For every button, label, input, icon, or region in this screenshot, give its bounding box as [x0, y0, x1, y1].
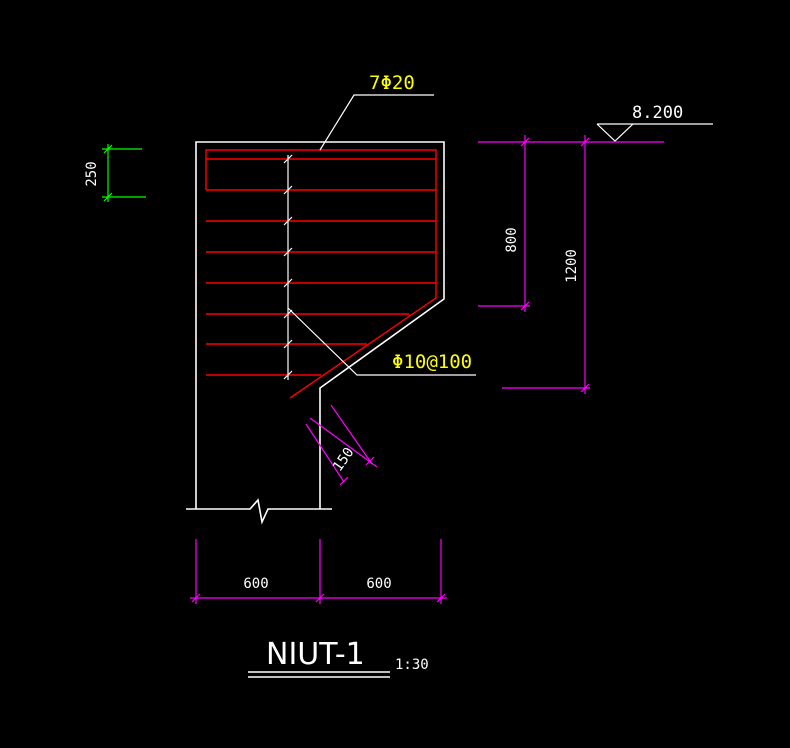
- dim-width-right-text: 600: [366, 576, 391, 592]
- drawing-title: NIUT-1: [266, 637, 365, 672]
- main-bar-leader: [319, 94, 434, 151]
- dimension-150: [305, 404, 378, 486]
- outline-shape: [195, 141, 445, 509]
- elevation-label: 8.200: [632, 103, 683, 123]
- drawing-scale: 1:30: [395, 657, 429, 673]
- dim-1200-text: 1200: [564, 249, 580, 283]
- stirrup-column: [283, 154, 293, 380]
- dim-800-text: 800: [504, 227, 520, 252]
- main-bar-top: [205, 149, 437, 399]
- stirrup-tick: [283, 185, 293, 195]
- stirrup-leader: [287, 307, 476, 376]
- dimension-right: [478, 135, 664, 394]
- elevation-marker: [596, 123, 713, 142]
- break-line: [186, 498, 332, 525]
- rebar-group: [205, 149, 437, 399]
- dimension-250: [102, 144, 146, 202]
- stirrup-tick: [283, 370, 293, 380]
- main-bar-label: 7Φ20: [369, 72, 415, 94]
- leaders: [287, 94, 476, 376]
- stirrup-tick: [283, 154, 293, 164]
- stirrup-tick: [283, 339, 293, 349]
- dimension-bottom: [190, 539, 447, 604]
- stirrup-tick: [283, 278, 293, 288]
- stirrup-tick: [283, 247, 293, 257]
- stirrup-label: Φ10@100: [392, 351, 472, 373]
- concrete-outline: [186, 141, 445, 525]
- dim-250-text: 250: [84, 161, 100, 186]
- dim-width-left-text: 600: [243, 576, 268, 592]
- stirrup-tick: [283, 216, 293, 226]
